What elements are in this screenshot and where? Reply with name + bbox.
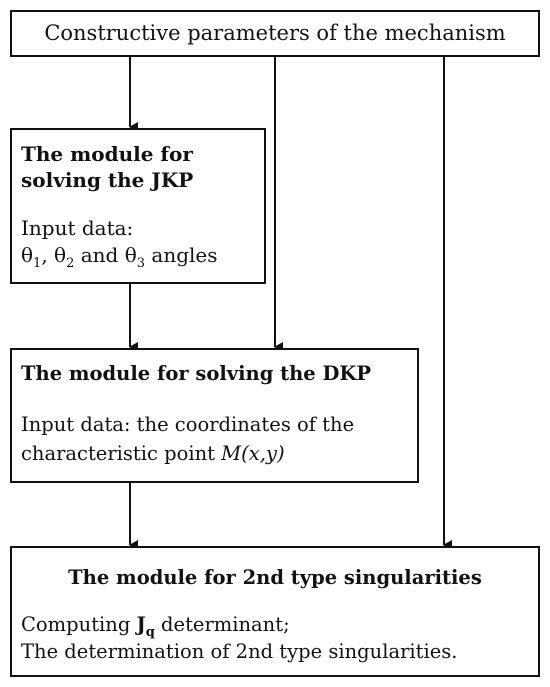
singularities-line2: The determination of 2nd type singularit…: [21, 640, 458, 663]
ikp-input-label: Input data:: [21, 216, 134, 240]
jacobian-subscript: q: [145, 624, 155, 640]
angles-suffix: angles: [145, 243, 218, 267]
ikp-module-title-line1: The module for: [21, 142, 193, 166]
ikp-input-angles: θ1, θ2 and θ3 angles: [21, 243, 218, 276]
dkp-module-box: The module for solving the DKP Input dat…: [10, 348, 419, 483]
jacobian-symbol: J: [136, 613, 146, 636]
singularities-line1: Computing Jq determinant;: [21, 613, 290, 645]
singularities-module-box: The module for 2nd type singularities Co…: [10, 546, 540, 677]
theta2-prefix: , θ: [41, 243, 67, 267]
constructive-parameters-box: Constructive parameters of the mechanism: [10, 10, 540, 57]
dkp-input-line2-text: characteristic point: [21, 442, 222, 465]
determinant-suffix: determinant;: [154, 613, 290, 636]
characteristic-point-symbol: M(x,y): [221, 442, 285, 465]
dkp-input-line2: characteristic point M(x,y): [21, 442, 285, 466]
theta3-prefix: and θ: [74, 243, 137, 267]
theta3-subscript: 3: [136, 256, 146, 271]
constructive-parameters-label: Constructive parameters of the mechanism: [44, 21, 506, 45]
ikp-module-title-line2: solving the JKP: [21, 168, 194, 192]
ikp-module-box: The module for solving the JKP Input dat…: [10, 128, 266, 284]
dkp-input-line1: Input data: the coordinates of the: [21, 413, 355, 436]
theta1-symbol: θ: [21, 243, 34, 267]
theta2-subscript: 2: [66, 256, 75, 271]
dkp-module-title: The module for solving the DKP: [21, 362, 372, 385]
singularities-module-title: The module for 2nd type singularities: [68, 566, 482, 589]
computing-prefix: Computing: [21, 613, 137, 636]
theta1-subscript: 1: [33, 256, 42, 271]
